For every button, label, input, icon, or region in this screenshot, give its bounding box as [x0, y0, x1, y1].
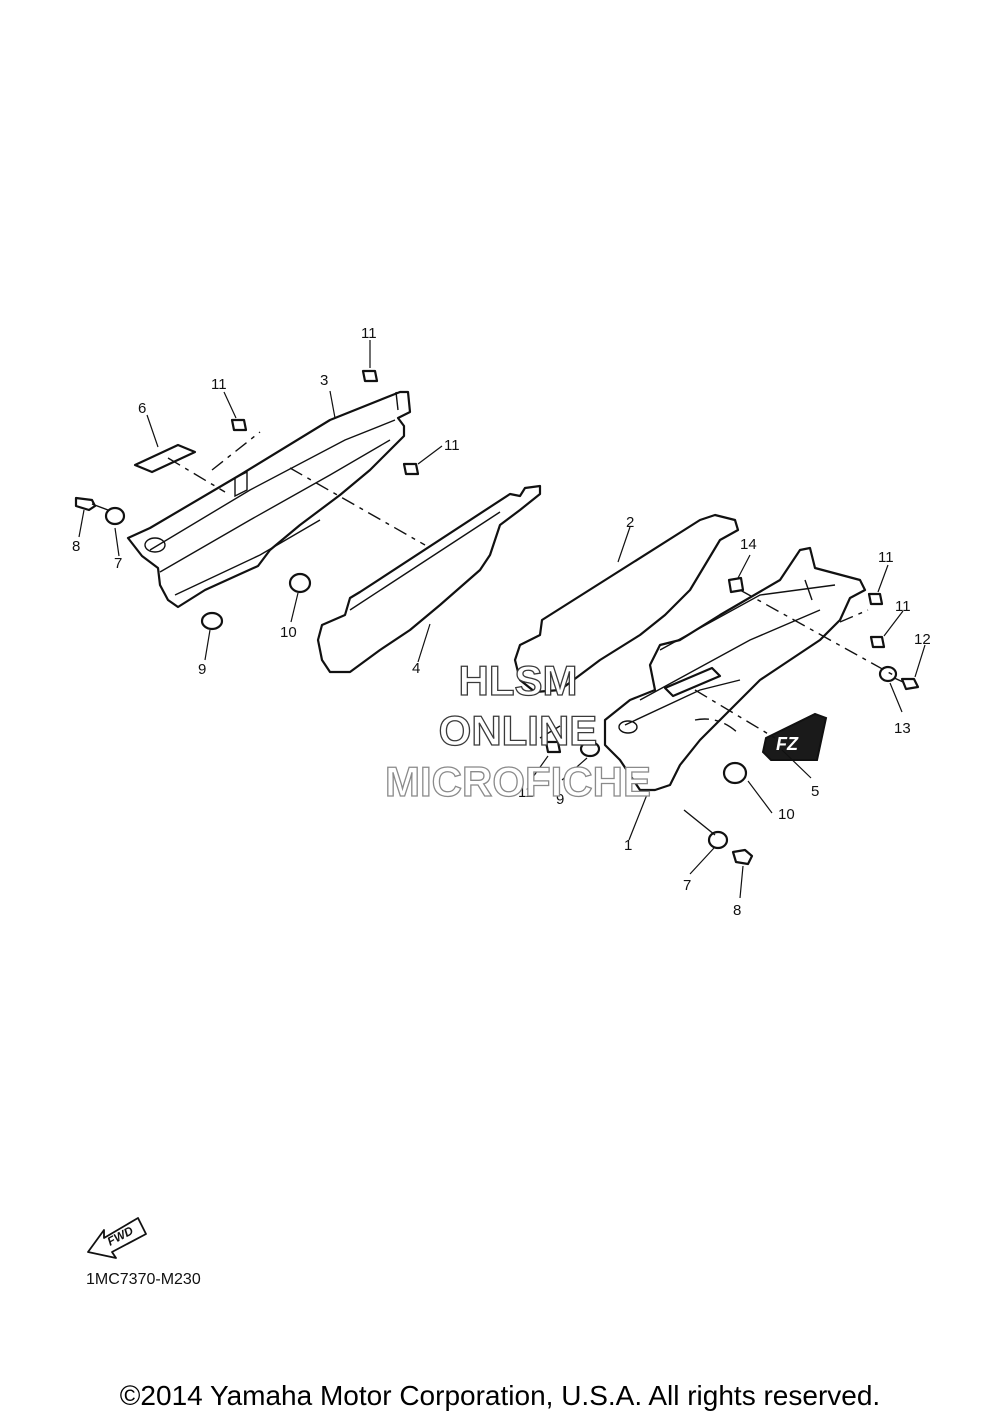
callout-7-left: 7: [114, 555, 122, 572]
fasteners: [74, 369, 920, 866]
callout-3: 3: [320, 372, 328, 389]
callout-9-left: 9: [198, 661, 206, 678]
diagram-code: 1MC7370-M230: [86, 1271, 201, 1288]
callout-11-f: 11: [518, 784, 534, 801]
watermark-line-2: ONLINE: [439, 707, 598, 754]
callout-2: 2: [626, 514, 634, 531]
callout-11-d: 11: [878, 549, 894, 566]
side-cover-panel-part-4: [316, 484, 542, 674]
callout-14: 14: [740, 536, 757, 553]
watermark-line-3: MICROFICHE: [385, 758, 651, 805]
leader-lines: [78, 340, 926, 899]
callout-9-right: 9: [556, 791, 564, 808]
callout-12: 12: [914, 631, 931, 648]
callout-11-a: 11: [211, 376, 227, 393]
callout-6: 6: [138, 400, 146, 417]
callout-13: 13: [894, 720, 911, 737]
side-cover-panel-part-2: [513, 513, 740, 694]
alignment-lines: [167, 431, 896, 836]
callout-8-right: 8: [733, 902, 741, 919]
callout-11-e: 11: [895, 598, 911, 615]
callout-7-right: 7: [683, 877, 691, 894]
watermark: HLSM ONLINE MICROFICHE: [384, 656, 651, 805]
emblem-part-5: FZ: [761, 712, 828, 761]
fwd-arrow-icon: FWD: [87, 1217, 147, 1259]
callout-11-b: 11: [361, 325, 377, 342]
callout-10-right: 10: [778, 806, 795, 823]
watermark-line-1: HLSM: [459, 657, 578, 704]
copyright-notice: ©2014 Yamaha Motor Corporation, U.S.A. A…: [119, 1380, 881, 1411]
callout-8-left: 8: [72, 538, 80, 555]
callout-10-left: 10: [280, 624, 297, 641]
side-cover-left-part-3: [126, 390, 412, 609]
callout-5: 5: [811, 783, 819, 800]
callout-1: 1: [624, 837, 632, 854]
callout-labels: 1 2 3 4 5 6 7 7 8 8 9 9 10 10 11 11 11 1…: [72, 325, 931, 919]
side-cover-right-part-1: [603, 546, 867, 792]
emblem-text: FZ: [776, 734, 799, 754]
callout-4: 4: [412, 660, 420, 677]
pad-part-6: [133, 443, 197, 474]
callout-11-c: 11: [444, 437, 460, 454]
